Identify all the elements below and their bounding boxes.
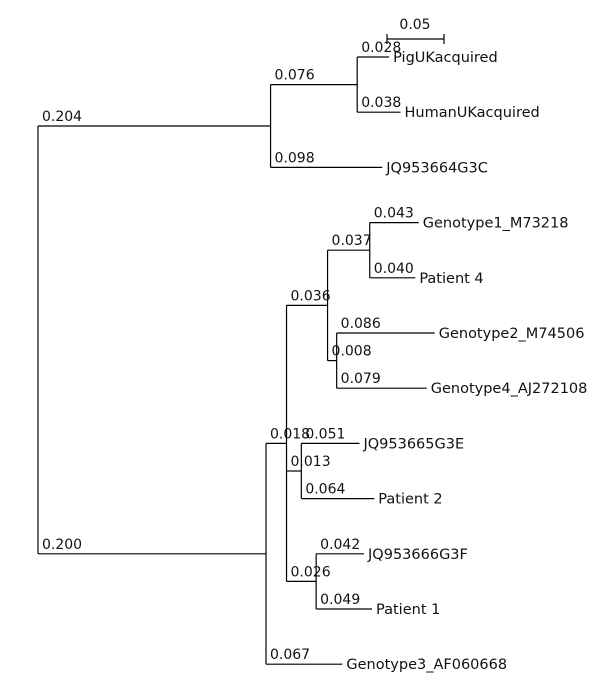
branch-length-label: 0.079 bbox=[341, 371, 381, 387]
taxon-label-patient-1: Patient 1 bbox=[376, 602, 440, 618]
branch-length-label: 0.037 bbox=[332, 233, 372, 249]
branch-length-label: 0.013 bbox=[291, 454, 331, 470]
taxon-label-jq953666g3f: JQ953666G3F bbox=[367, 547, 468, 563]
branch-length-label: 0.008 bbox=[332, 344, 372, 360]
branch-length-label: 0.043 bbox=[374, 206, 414, 222]
branch-length-label: 0.028 bbox=[361, 40, 401, 56]
taxon-label-patient-4: Patient 4 bbox=[419, 271, 483, 287]
branch-length-label: 0.026 bbox=[291, 564, 331, 580]
branch-length-label: 0.042 bbox=[320, 537, 360, 553]
taxon-label-genotype3-af060668: Genotype3_AF060668 bbox=[346, 657, 507, 673]
branch-length-label: 0.098 bbox=[275, 150, 315, 166]
taxon-label-jq953665g3e: JQ953665G3E bbox=[362, 436, 464, 452]
scale-bar: 0.05 bbox=[386, 17, 445, 44]
branch-length-label: 0.018 bbox=[270, 426, 310, 442]
scale-bar-label: 0.05 bbox=[399, 17, 430, 33]
branch-length-label: 0.040 bbox=[374, 261, 414, 277]
branch-length-label: 0.036 bbox=[291, 288, 331, 304]
branch-length-label: 0.067 bbox=[270, 647, 310, 663]
taxon-label-genotype2-m74506: Genotype2_M74506 bbox=[439, 326, 585, 342]
branch-length-label: 0.204 bbox=[42, 109, 82, 125]
branch-length-label: 0.200 bbox=[42, 537, 82, 553]
branch-length-label: 0.049 bbox=[320, 592, 360, 608]
branch-length-label: 0.051 bbox=[305, 426, 345, 442]
branch-length-label: 0.076 bbox=[275, 68, 315, 84]
tree-branches bbox=[37, 56, 435, 665]
taxon-label-patient-2: Patient 2 bbox=[378, 492, 442, 508]
taxon-label-genotype4-aj272108: Genotype4_AJ272108 bbox=[431, 381, 588, 397]
branch-length-label: 0.038 bbox=[361, 95, 401, 111]
branch-length-label: 0.086 bbox=[341, 316, 381, 332]
taxon-label-humanukacquired: HumanUKacquired bbox=[405, 105, 540, 121]
taxon-label-genotype1-m73218: Genotype1_M73218 bbox=[423, 216, 569, 232]
taxon-label-jq953664g3c: JQ953664G3C bbox=[385, 160, 488, 176]
branch-length-label: 0.064 bbox=[305, 482, 345, 498]
taxon-label-pigukacquired: PigUKacquired bbox=[393, 50, 498, 66]
